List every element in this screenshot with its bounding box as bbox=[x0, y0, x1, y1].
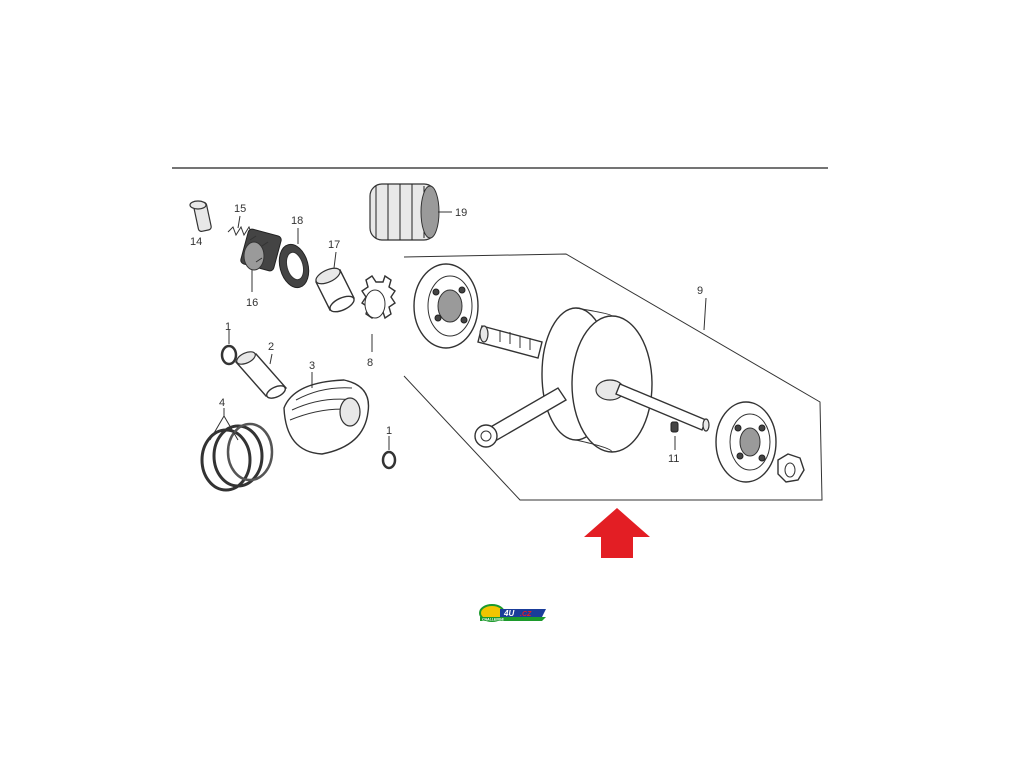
callout-18: 18 bbox=[291, 215, 303, 227]
part-16-ratchet bbox=[240, 228, 282, 272]
callout-19: 19 bbox=[455, 207, 467, 219]
callout-4: 4 bbox=[219, 397, 225, 409]
highlight-arrow bbox=[584, 508, 650, 558]
crankshaft-right-shaft bbox=[615, 383, 710, 432]
part-3-piston bbox=[283, 379, 370, 455]
callout-15: 15 bbox=[234, 203, 246, 215]
part-11-key bbox=[670, 421, 679, 433]
crankshaft-connecting-rod bbox=[474, 387, 567, 448]
part-1-circlip-upper bbox=[220, 344, 238, 366]
callout-3: 3 bbox=[309, 360, 315, 372]
crankshaft-left-bearing bbox=[413, 263, 479, 349]
part-18-seal bbox=[278, 243, 310, 289]
part-4-piston-rings bbox=[200, 422, 274, 492]
svg-text:CHALLENGE: CHALLENGE bbox=[482, 618, 504, 622]
crankshaft-right-bearing bbox=[715, 401, 777, 483]
callout-11: 11 bbox=[668, 453, 679, 465]
brand-logo: 4U .CZ CHALLENGE bbox=[479, 604, 546, 622]
callout-2: 2 bbox=[268, 341, 274, 353]
callout-9: 9 bbox=[697, 285, 703, 297]
part-2-piston-pin bbox=[234, 351, 288, 399]
part-9-assembly-outline bbox=[403, 253, 823, 501]
callout-14: 14 bbox=[190, 236, 202, 248]
callout-1-upper: 1 bbox=[225, 321, 231, 333]
svg-text:4U: 4U bbox=[503, 609, 514, 618]
part-1-circlip-lower bbox=[381, 450, 397, 470]
crankshaft-left-shaft bbox=[477, 325, 543, 359]
callout-1-lower: 1 bbox=[386, 425, 392, 437]
part-19-gear bbox=[369, 183, 440, 241]
callout-8: 8 bbox=[367, 357, 373, 369]
part-14-pin bbox=[189, 200, 212, 232]
crankshaft-nut bbox=[777, 453, 805, 483]
svg-text:.CZ: .CZ bbox=[520, 611, 532, 618]
callout-16: 16 bbox=[246, 297, 258, 309]
crankshaft-webs bbox=[541, 307, 653, 453]
part-17-bushing bbox=[315, 267, 355, 313]
part-8-sprocket bbox=[361, 274, 396, 320]
callout-17: 17 bbox=[328, 239, 340, 251]
